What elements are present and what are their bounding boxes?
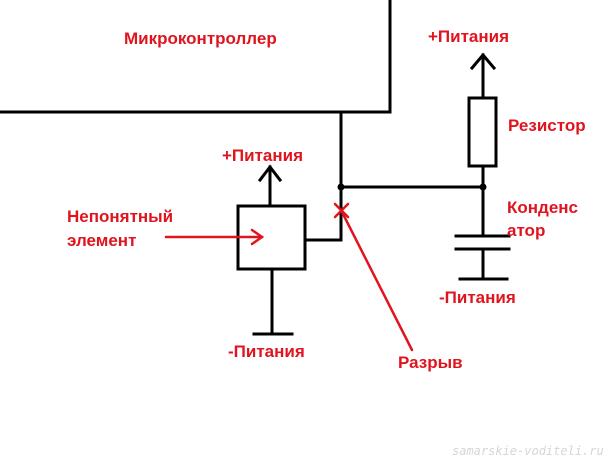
label-power-plus-element: +Питания	[222, 146, 304, 165]
label-microcontroller: Микроконтроллер	[124, 29, 277, 48]
label-unknown-element-line2: элемент	[67, 231, 137, 250]
label-unknown-element-line1: Непонятный	[67, 207, 174, 226]
label-power-minus-element: -Питания	[228, 342, 305, 361]
junction-dot	[479, 183, 487, 191]
annotation-arrowhead-icon	[250, 228, 265, 246]
break-pointer-line	[340, 210, 414, 352]
junction-dot	[337, 183, 345, 191]
resistor-symbol	[467, 96, 498, 168]
watermark-text: samarskie-voditeli.ru	[452, 444, 604, 458]
label-resistor: Резистор	[508, 116, 586, 135]
label-power-plus-resistor: +Питания	[428, 27, 510, 46]
label-power-minus-capacitor: -Питания	[439, 288, 516, 307]
label-capacitor-line1: Конденс	[507, 198, 578, 217]
power-plus-arrow-icon	[257, 164, 283, 183]
break-cross-icon	[333, 202, 350, 219]
label-capacitor-line2: атор	[507, 221, 546, 240]
label-break: Разрыв	[398, 353, 463, 372]
power-plus-arrow-icon	[469, 52, 497, 71]
